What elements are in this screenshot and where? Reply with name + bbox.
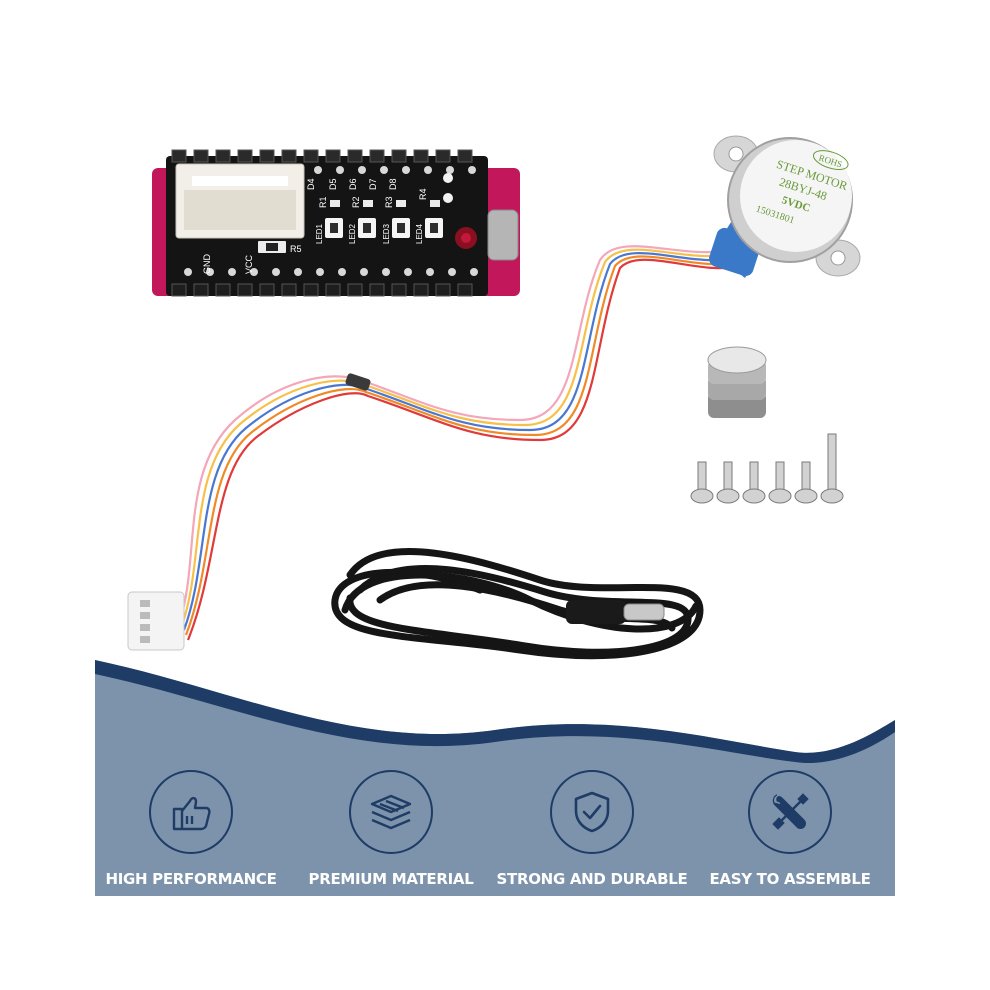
magnet-stack	[707, 346, 767, 418]
label-vcc: VCC	[244, 254, 254, 274]
feature-high-performance: HIGH PERFORMANCE	[91, 770, 291, 888]
driver-board: GND VCC R5 D4 D5 D6 D7 D8 R1 R2 R3 R4 LE…	[152, 149, 520, 297]
feature-badge	[748, 770, 832, 854]
usb-c-plug	[566, 600, 665, 624]
label-d5: D5	[328, 178, 338, 190]
feature-badge	[149, 770, 233, 854]
jst-connector	[127, 591, 185, 651]
feature-badge	[550, 770, 634, 854]
feature-label: STRONG AND DURABLE	[496, 870, 688, 888]
label-led4: LED4	[415, 223, 424, 244]
wrench-screwdriver-icon	[772, 793, 809, 830]
label-gnd: GND	[202, 254, 212, 275]
feature-banner	[95, 660, 895, 896]
label-r3: R3	[384, 196, 394, 208]
label-r1: R1	[318, 196, 328, 208]
label-led3: LED3	[382, 223, 391, 244]
motor-wire-harness	[178, 245, 739, 641]
screw-set	[690, 433, 844, 504]
label-d7: D7	[368, 178, 378, 190]
shield-check-icon	[574, 791, 610, 833]
label-led1: LED1	[315, 223, 324, 244]
label-r2: R2	[351, 196, 361, 208]
feature-label: HIGH PERFORMANCE	[105, 870, 277, 888]
label-d8: D8	[388, 178, 398, 190]
thumbs-up-icon	[172, 796, 211, 831]
layers-icon	[370, 794, 412, 830]
feature-premium-material: PREMIUM MATERIAL	[291, 770, 491, 888]
label-r4: R4	[418, 188, 428, 200]
label-d4: D4	[306, 178, 316, 190]
feature-strong-and-durable: STRONG AND DURABLE	[492, 770, 692, 888]
feature-badge	[349, 770, 433, 854]
feature-easy-to-assemble: EASY TO ASSEMBLE	[690, 770, 890, 888]
label-d6: D6	[348, 178, 358, 190]
label-led2: LED2	[348, 223, 357, 244]
feature-label: EASY TO ASSEMBLE	[709, 870, 871, 888]
stepper-motor: ROHS STEP MOTOR 28BYJ-48 5VDC 15031801	[709, 135, 861, 278]
feature-label: PREMIUM MATERIAL	[308, 870, 474, 888]
label-r5: R5	[290, 244, 302, 254]
